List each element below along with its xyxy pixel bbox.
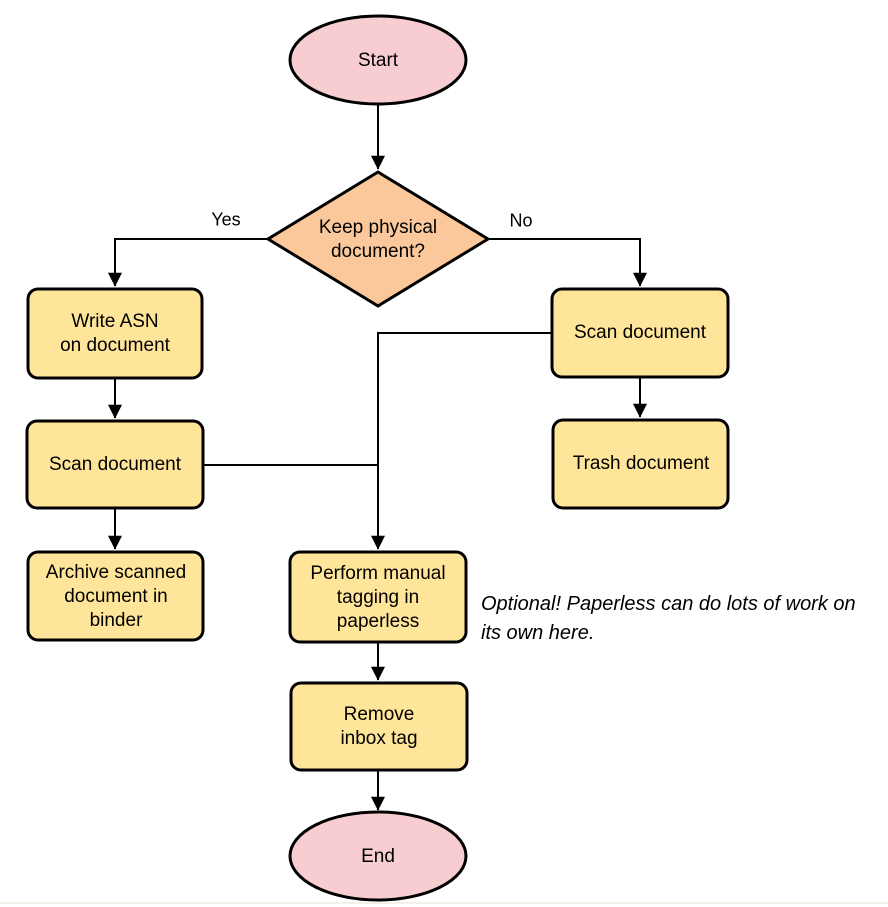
decision-diamond-shape xyxy=(265,170,491,308)
scan-left-process-shape xyxy=(25,419,205,510)
node-label-end: End xyxy=(361,846,395,867)
write-asn-process-shape xyxy=(26,287,204,380)
end-terminator-shape xyxy=(288,810,468,902)
edge-label-no: No xyxy=(509,210,533,231)
edge-scan-right-to-tagging xyxy=(371,332,552,550)
node-label-remove-inbox: Remove inbox tag xyxy=(340,704,418,749)
node-label-decision: Keep physical document? xyxy=(318,217,438,262)
node-label-write-asn: Write ASN on document xyxy=(60,311,170,356)
start-terminator-shape xyxy=(288,14,468,106)
scan-right-process-shape xyxy=(550,287,730,379)
node-label-trash: Trash document xyxy=(572,453,710,474)
node-label-scan-left: Scan document xyxy=(48,454,182,475)
edge-decision-no-to-scan-right xyxy=(488,238,647,287)
node-label-start: Start xyxy=(357,50,399,71)
edge-label-yes: Yes xyxy=(211,209,241,230)
bottom-divider xyxy=(0,902,888,904)
remove-inbox-process-shape xyxy=(289,681,469,772)
edge-decision-yes-to-write-asn xyxy=(108,238,268,287)
trash-process-shape xyxy=(551,418,730,510)
perform-tagging-process-shape xyxy=(288,550,468,644)
archive-process-shape xyxy=(26,550,205,642)
annotation-note: Optional! Paperless can do lots of work … xyxy=(481,593,856,644)
node-label-archive: Archive scanned document in binder xyxy=(45,562,187,631)
node-label-scan-right: Scan document xyxy=(573,322,707,343)
node-label-perform-tagging: Perform manual tagging in paperless xyxy=(310,563,446,632)
